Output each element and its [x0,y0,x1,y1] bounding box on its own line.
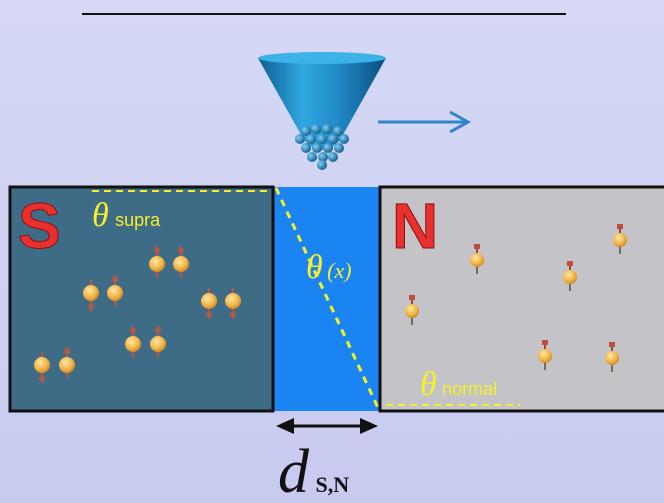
theta-x-symbol: θ [306,249,323,286]
distance-subscript: S,N [315,472,349,497]
theta-x-argument: (x) [327,258,351,283]
normal-metal-region: N θ normal [378,185,664,413]
stm-tip-icon [258,52,386,170]
superconductor-region: S θ supra [8,185,275,413]
arrow-right-icon [378,110,472,134]
n-label: N [392,190,438,262]
theta-supra-symbol: θ [92,197,109,234]
distance-symbol: d [278,438,310,503]
double-arrow-icon [276,418,378,434]
svg-text:θ (x): θ (x) [306,249,352,286]
theta-supra-subscript: supra [115,210,161,230]
svg-text:d S,N: d S,N [278,438,349,503]
theta-normal-subscript: normal [442,379,497,399]
s-label: S [18,190,61,262]
svg-text:θ normal: θ normal [420,366,497,403]
interface-region: θ (x) [271,187,381,411]
theta-normal-symbol: θ [420,366,437,403]
svg-text:θ supra: θ supra [92,197,161,234]
